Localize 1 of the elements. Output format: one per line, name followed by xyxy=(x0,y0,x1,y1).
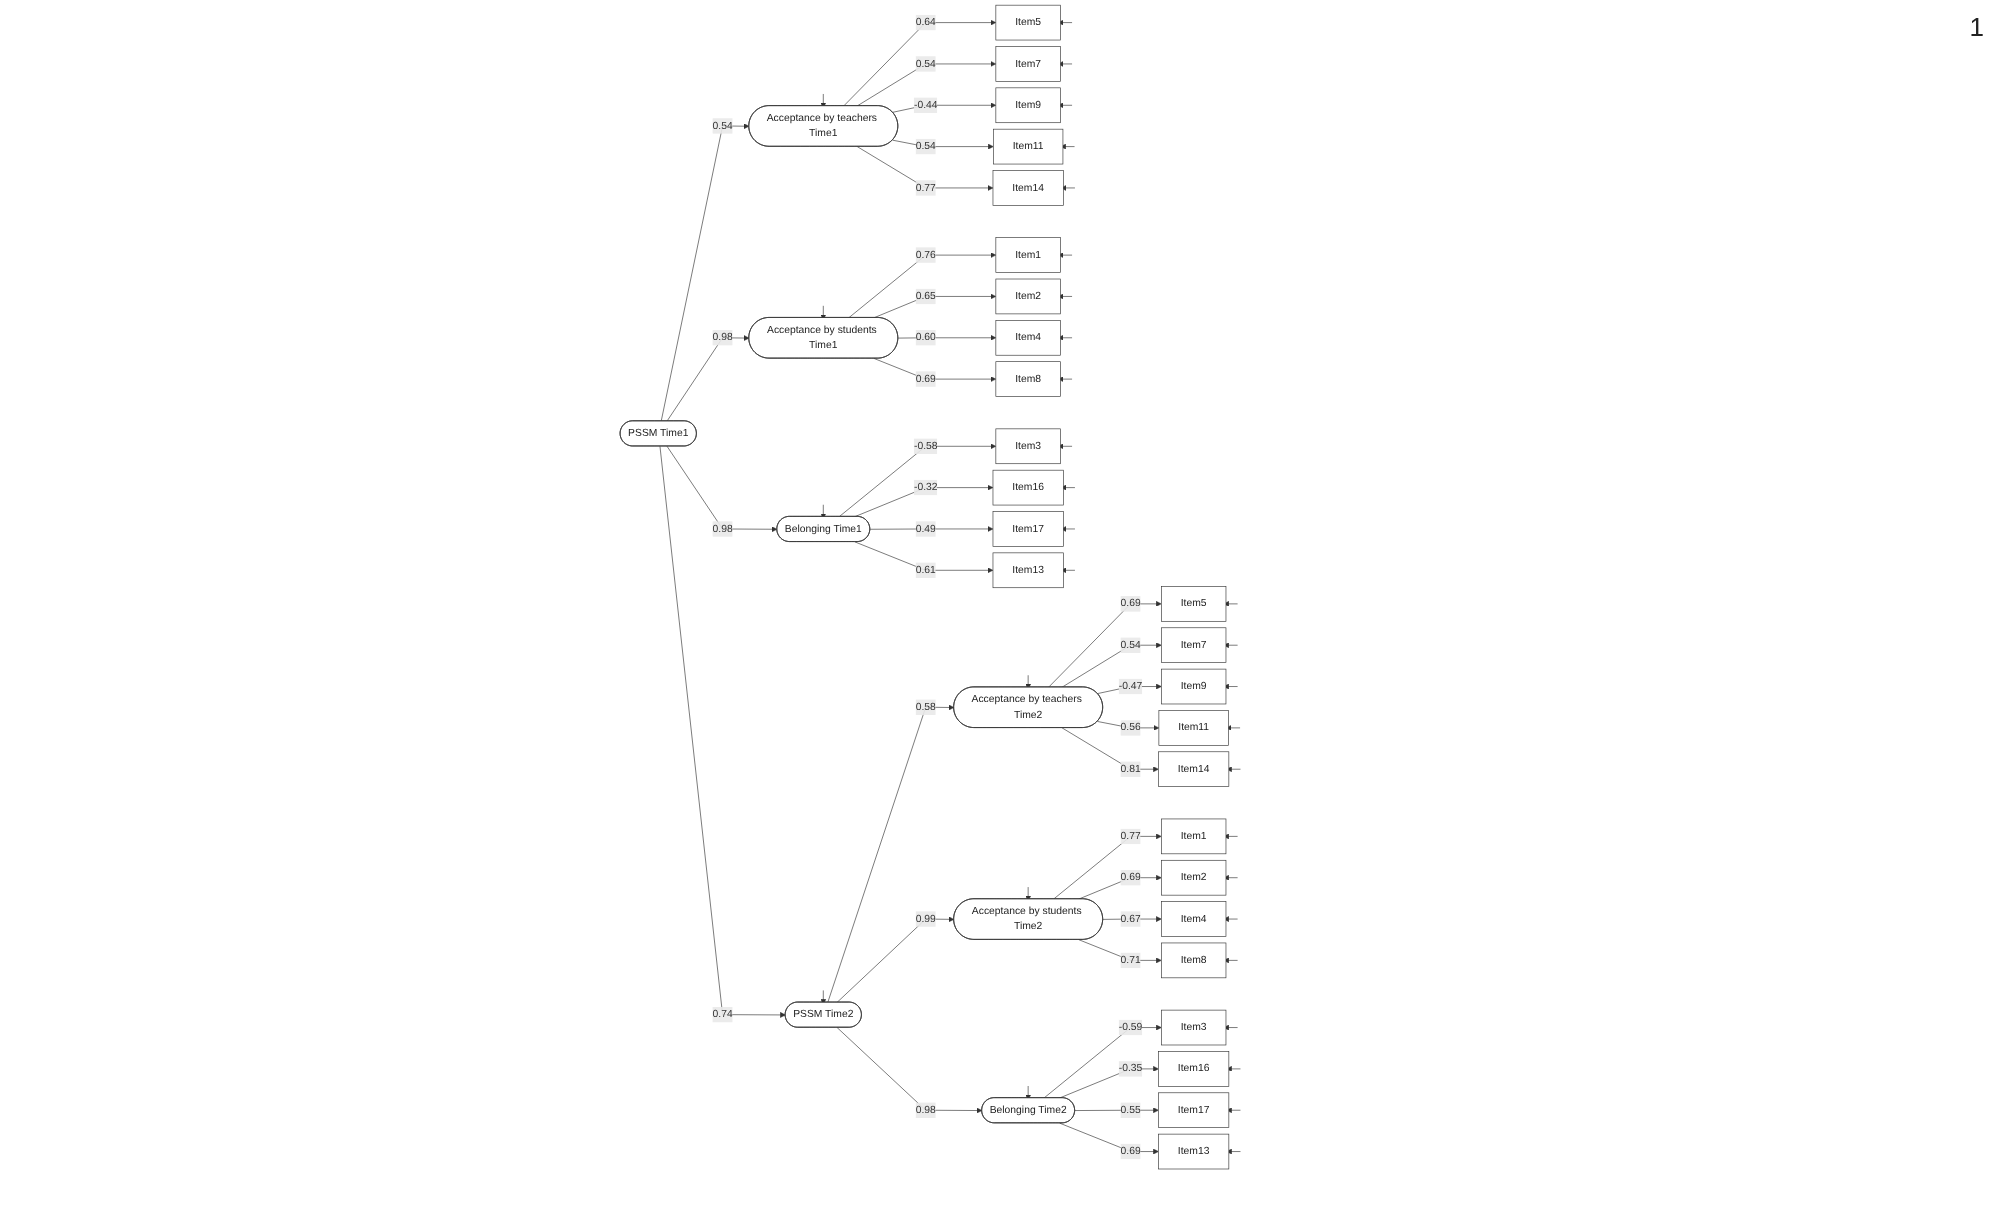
number-label: 1 xyxy=(1969,12,1984,42)
